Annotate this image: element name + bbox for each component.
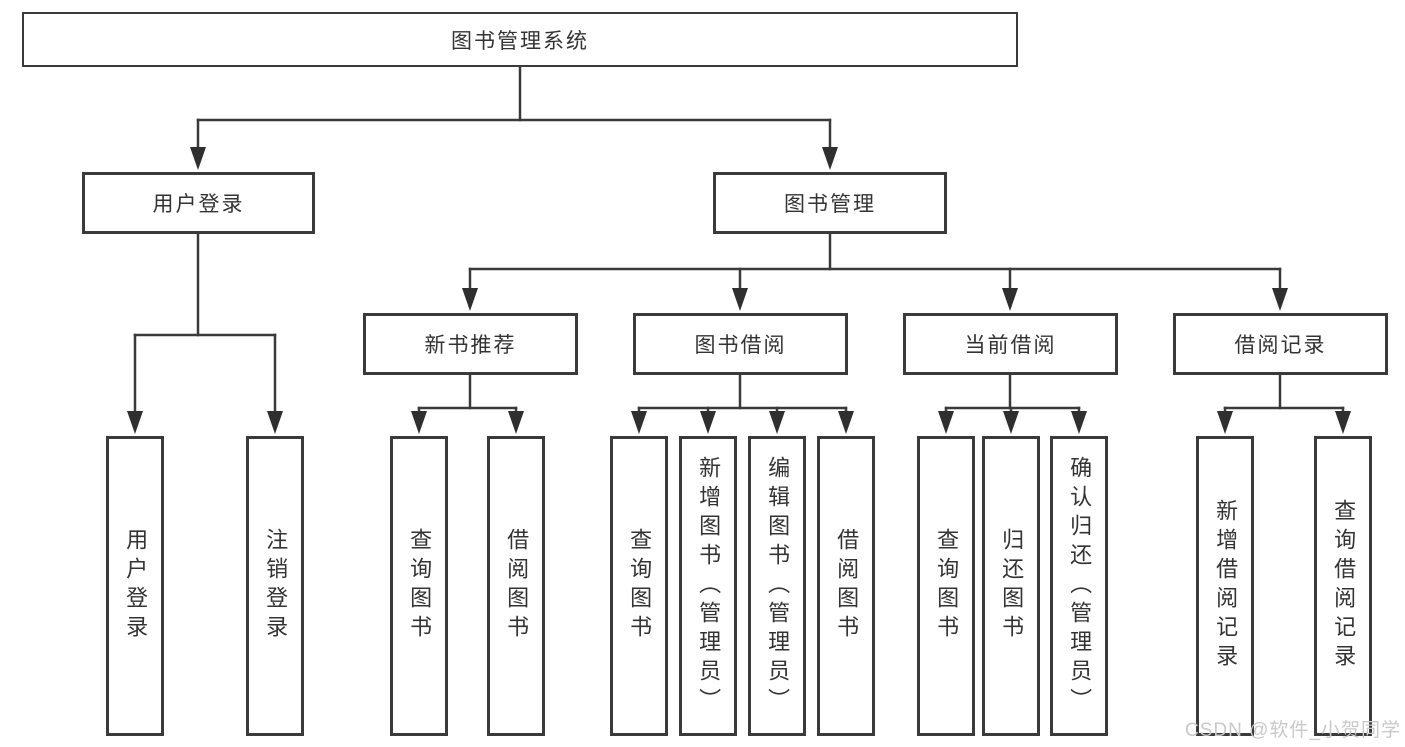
arrowhead-icon (700, 411, 716, 434)
node-label: 用户登录 (123, 528, 149, 644)
arrowhead-icon (822, 147, 838, 170)
node-label: 查询借阅记录 (1331, 499, 1357, 673)
node-label: 用户登录 (152, 193, 245, 216)
node-book-management: 图书管理 (713, 172, 947, 234)
leaf-query-books-1: 查询图书 (390, 436, 448, 736)
arrowhead-icon (769, 411, 785, 434)
node-label: 新增图书（管理员） (696, 455, 722, 717)
node-current-borrowing: 当前借阅 (903, 313, 1118, 375)
node-label: 图书借阅 (694, 334, 787, 357)
node-label: 借阅图书 (504, 528, 530, 644)
node-label: 查询图书 (407, 528, 433, 644)
leaf-query-books-2: 查询图书 (610, 436, 668, 736)
node-library-system: 图书管理系统 (22, 12, 1018, 67)
node-label: 注销登录 (263, 528, 289, 644)
arrowhead-icon (938, 411, 954, 434)
node-label: 借阅图书 (834, 528, 860, 644)
node-label: 当前借阅 (964, 334, 1057, 357)
arrowhead-icon (1071, 411, 1087, 434)
leaf-logout: 注销登录 (246, 436, 304, 736)
node-label: 编辑图书（管理员） (765, 455, 791, 717)
node-label: 归还图书 (999, 528, 1025, 644)
node-label: 图书管理系统 (451, 29, 589, 53)
node-label: 图书管理 (784, 193, 876, 216)
watermark: CSDN @软件_小贺同学 (1185, 720, 1401, 741)
leaf-query-borrow-record: 查询借阅记录 (1314, 436, 1372, 736)
arrowhead-icon (1002, 288, 1018, 311)
leaf-add-book-admin: 新增图书（管理员） (679, 436, 737, 736)
leaf-query-books-3: 查询图书 (917, 436, 975, 736)
arrowhead-icon (127, 411, 143, 434)
arrowhead-icon (267, 411, 283, 434)
arrowhead-icon (508, 411, 524, 434)
node-label: 借阅记录 (1234, 334, 1327, 357)
node-label: 查询图书 (934, 528, 960, 644)
node-label: 新增借阅记录 (1213, 499, 1239, 673)
leaf-borrow-books-1: 借阅图书 (487, 436, 545, 736)
arrowhead-icon (1272, 288, 1288, 311)
node-borrowing-records: 借阅记录 (1173, 313, 1388, 375)
arrowhead-icon (411, 411, 427, 434)
arrowhead-icon (1217, 411, 1233, 434)
leaf-confirm-return-admin: 确认归还（管理员） (1050, 436, 1108, 736)
node-new-book-recommendation: 新书推荐 (363, 313, 578, 375)
leaf-borrow-books-2: 借阅图书 (817, 436, 875, 736)
arrowhead-icon (838, 411, 854, 434)
leaf-edit-book-admin: 编辑图书（管理员） (748, 436, 806, 736)
leaf-user-login: 用户登录 (106, 436, 164, 736)
arrowhead-icon (462, 288, 478, 311)
node-user-login: 用户登录 (82, 172, 315, 234)
arrowhead-icon (1335, 411, 1351, 434)
arrowhead-icon (732, 288, 748, 311)
node-label: 新书推荐 (424, 334, 517, 357)
arrowhead-icon (1003, 411, 1019, 434)
node-book-borrowing: 图书借阅 (633, 313, 848, 375)
leaf-return-books: 归还图书 (982, 436, 1040, 736)
arrowhead-icon (631, 411, 647, 434)
arrowhead-icon (190, 147, 206, 170)
node-label: 查询图书 (627, 528, 653, 644)
node-label: 确认归还（管理员） (1067, 455, 1093, 717)
leaf-add-borrow-record: 新增借阅记录 (1196, 436, 1254, 736)
